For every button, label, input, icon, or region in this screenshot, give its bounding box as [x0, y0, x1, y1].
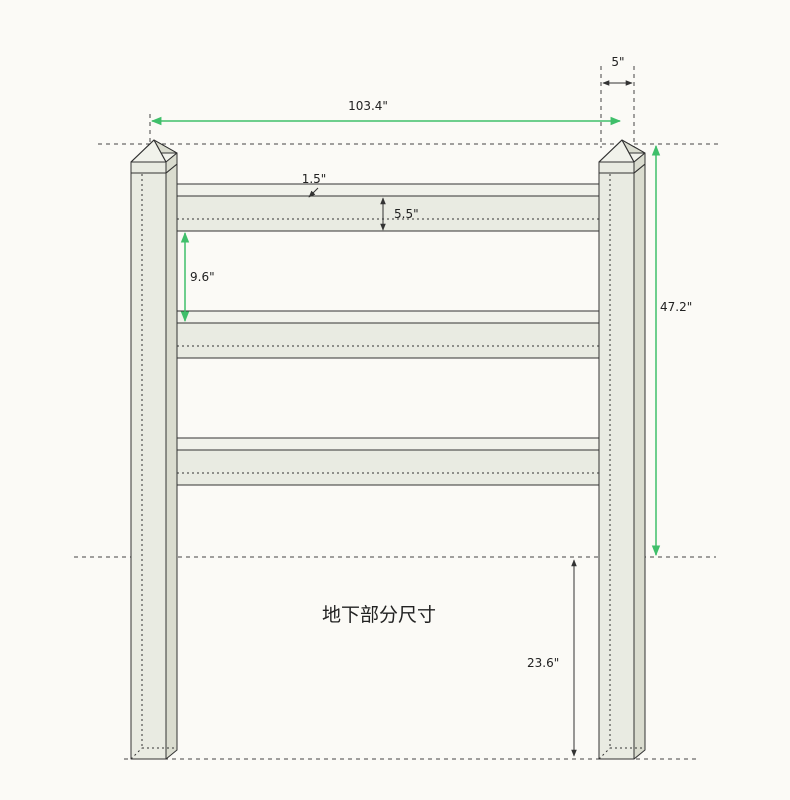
- board-top: [164, 183, 600, 232]
- board-height-label: 5.5": [394, 207, 419, 221]
- overall-width-label: 103.4": [348, 99, 388, 113]
- board-thickness-arrow: [308, 187, 319, 198]
- board-bottom: [164, 437, 600, 486]
- left-post-cap: [130, 139, 178, 174]
- horizontal-boards: [164, 183, 600, 486]
- post-width-label: 5": [611, 55, 624, 69]
- right-post: [598, 139, 646, 760]
- board-middle: [164, 310, 600, 359]
- dimension-lines: [150, 80, 661, 757]
- board-gap-label: 9.6": [190, 270, 215, 284]
- left-post: [130, 139, 178, 760]
- board-thickness-label: 1.5": [302, 172, 327, 186]
- right-post-cap: [598, 139, 646, 174]
- below-ground-depth-label: 23.6": [527, 656, 559, 670]
- underground-section-label: 地下部分尺寸: [322, 604, 436, 626]
- above-ground-height-label: 47.2": [660, 300, 692, 314]
